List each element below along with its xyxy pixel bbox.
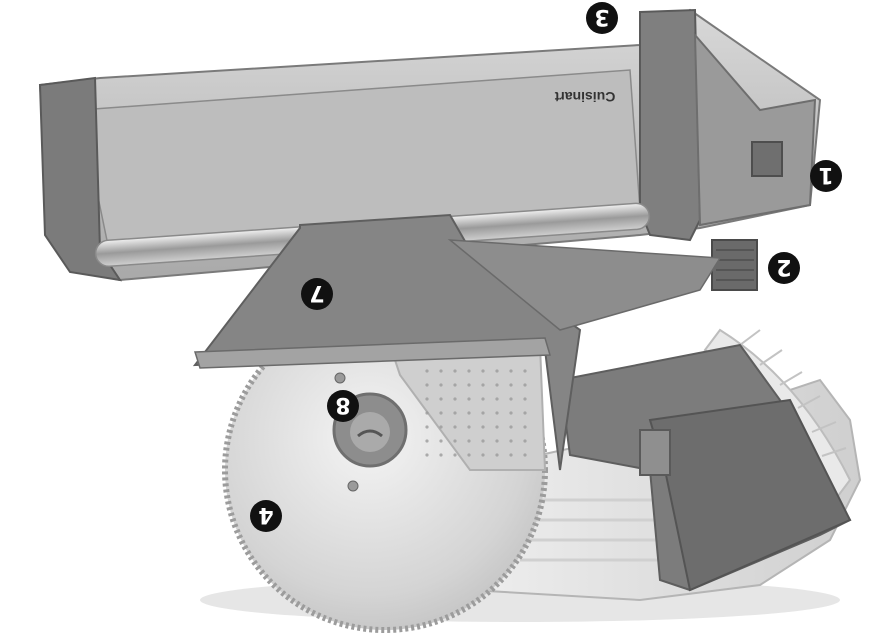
callout-2: 2	[768, 252, 800, 284]
svg-text:7: 7	[309, 280, 324, 305]
callout-4: 4	[250, 500, 282, 532]
rib-lines	[739, 329, 847, 457]
food-tray	[192, 213, 582, 471]
svg-text:2: 2	[776, 254, 791, 279]
svg-text:4: 4	[258, 502, 273, 527]
carriage-handle	[639, 429, 671, 476]
left-end-cap	[38, 76, 123, 282]
guard-perforation	[420, 360, 530, 460]
side-button	[751, 141, 783, 177]
callout-1: 1	[810, 160, 842, 192]
right-end-cap	[639, 8, 702, 242]
callout-8: 8	[327, 390, 359, 422]
knob-grip-lines	[716, 249, 754, 281]
thickness-knob	[711, 239, 758, 291]
base-slots	[520, 498, 660, 562]
blade-screw-bottom	[347, 480, 359, 492]
callout-7: 7	[301, 278, 333, 310]
food-tray-lip	[193, 337, 551, 369]
blade-center-mark	[357, 429, 383, 438]
tray-support	[447, 239, 722, 331]
blade-screw-top	[334, 372, 346, 384]
svg-text:3: 3	[594, 4, 609, 29]
right-side-panel	[693, 32, 817, 227]
callout-3: 3	[586, 2, 618, 34]
brand-label: Cuisinart	[554, 89, 615, 105]
svg-text:8: 8	[335, 392, 350, 417]
svg-text:1: 1	[818, 162, 833, 187]
